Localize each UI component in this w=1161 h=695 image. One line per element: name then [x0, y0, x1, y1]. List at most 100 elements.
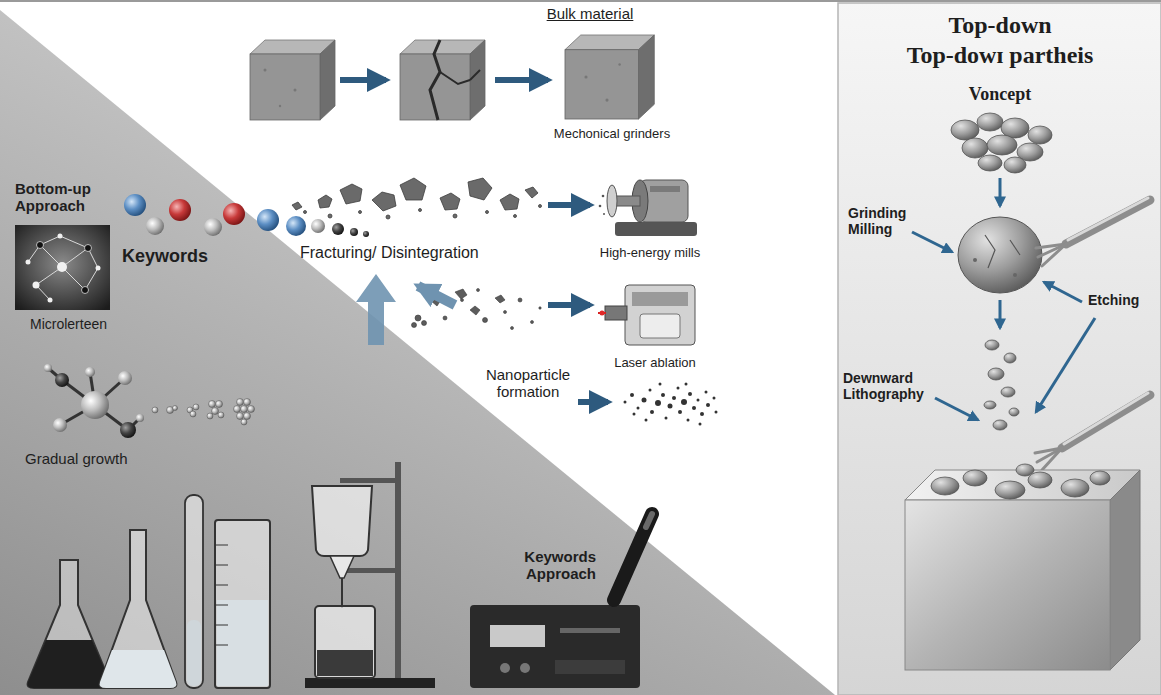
nanoparticle-cloud-part: [688, 392, 692, 396]
particles-part: [531, 321, 534, 324]
particles-part: [422, 321, 427, 326]
pebble-cluster-part: [1004, 157, 1026, 173]
rock: [958, 217, 1042, 293]
cracked-cube-part: [430, 40, 440, 120]
growth-sequence-part: [207, 413, 213, 419]
nanoparticle-cloud-part: [672, 396, 676, 400]
nanoparticle-cloud-part: [661, 393, 665, 397]
bulk-cube-part: [618, 63, 621, 66]
laser-ablation-icon-part: [605, 306, 627, 320]
top-down-panel: [838, 3, 1161, 695]
high-energy-mill-icon-part: [614, 196, 640, 206]
falling-pebbles-part: [1004, 353, 1016, 363]
deposited-pebbles-part: [1061, 479, 1089, 497]
nanoparticle-cloud-part: [678, 410, 682, 414]
fork-tool-part: [1062, 395, 1150, 448]
falling-pebbles-part: [993, 420, 1007, 430]
nanoparticle-cloud-part: [668, 404, 673, 409]
falling-pebbles-part: [984, 401, 996, 409]
lab-glassware-part: [100, 530, 177, 688]
ball-stick-molecule-part: [44, 364, 52, 372]
rock-part: [1010, 240, 1020, 255]
lab-glassware-part-part: [215, 565, 228, 566]
lab-glassware-part: [317, 650, 373, 676]
spray-instrument-part: [614, 514, 652, 600]
falling-pebbles: [984, 340, 1019, 430]
fragments-part: [500, 194, 519, 210]
particles-part: [412, 323, 417, 328]
substrate-block: [905, 470, 1140, 670]
nanoparticle-cloud-part: [697, 399, 700, 402]
particles-part: [470, 306, 480, 315]
fragments-part: [486, 211, 489, 214]
deposited-pebbles-part: [963, 470, 987, 486]
process-arrow: [495, 77, 548, 83]
deposited-pebbles-part: [1028, 472, 1052, 488]
ball-stick-molecule-part: [118, 371, 132, 385]
pointer-arrow: [1044, 282, 1082, 302]
rock-part: [1013, 273, 1017, 277]
spray-instrument-part: [555, 660, 625, 674]
lab-glassware-part: [330, 556, 354, 578]
lab-glassware-part: [340, 478, 398, 483]
nanoparticle-cloud-part: [681, 399, 687, 405]
bulk-cube: [250, 40, 335, 120]
atom-spheres-part: [204, 218, 222, 236]
lab-glassware-part: [312, 486, 372, 556]
fork-tool: [1036, 198, 1150, 266]
particles-part: [477, 289, 480, 292]
fragments: [292, 178, 542, 219]
atom-spheres-part: [311, 219, 325, 233]
deposited-pebbles-part: [1090, 471, 1110, 485]
molecule-image-part: [82, 287, 89, 294]
big-arrow: [418, 286, 455, 305]
process-arrow: [999, 300, 1002, 328]
spray-instrument-part: [490, 625, 545, 647]
lab-glassware-part: [28, 640, 111, 688]
tool-label: Mechonical grinders: [554, 127, 670, 142]
pointer-arrow: [1036, 318, 1095, 412]
keyword-label: Keywords: [122, 246, 208, 267]
nanoparticle-cloud: [624, 383, 718, 426]
atom-spheres-part: [286, 216, 306, 236]
atom-spheres-part: [124, 194, 146, 216]
particles-part: [511, 327, 514, 330]
molecule-image-part: [33, 282, 40, 289]
process-arrow: [340, 77, 386, 83]
lab-glassware-part: [215, 520, 270, 688]
atom-spheres-part: [350, 228, 358, 236]
nanoparticle-cloud-part: [630, 393, 634, 397]
deposited-pebbles-part: [995, 481, 1025, 499]
fragments-part: [468, 178, 492, 200]
nanoparticle-cloud-part: [687, 419, 690, 422]
molecule-image-part: [28, 236, 98, 300]
falling-pebbles-part: [988, 368, 1004, 380]
panel-title: Top-down: [948, 12, 1051, 40]
particles-part: [455, 289, 467, 299]
ball-stick-molecule-part: [81, 391, 109, 419]
growth-sequence-part: [190, 411, 196, 417]
bulk-cube: [565, 35, 654, 119]
nanoparticle-cloud-part: [715, 411, 718, 414]
nanoparticle-cloud-part: [705, 391, 708, 394]
high-energy-mill-icon: [599, 180, 697, 236]
process-arrow: [548, 202, 590, 208]
cracked-cube-part: [440, 72, 470, 84]
falling-pebbles-part: [1009, 408, 1019, 416]
nanoparticle-cloud-part: [659, 383, 662, 386]
nanoparticle-cloud-part: [645, 419, 648, 422]
atom-spheres-part: [146, 217, 164, 235]
growth-sequence-part: [173, 406, 178, 411]
substrate-block-part: [905, 500, 1110, 670]
fork-tool: [1035, 393, 1150, 470]
approach-heading: Keywords Approach: [524, 548, 596, 583]
nanoparticle-cloud-part: [677, 387, 680, 390]
pointer-arrow: [912, 232, 952, 252]
rock-part: [958, 217, 1042, 293]
process-label: Nanoparticle formation: [486, 366, 570, 401]
lab-glassware-part: [217, 600, 268, 686]
bulk-cube-part: [294, 89, 297, 92]
lab-glassware-part-part: [215, 545, 228, 546]
atom-spheres-part: [169, 199, 191, 221]
fragments-part: [359, 211, 362, 214]
